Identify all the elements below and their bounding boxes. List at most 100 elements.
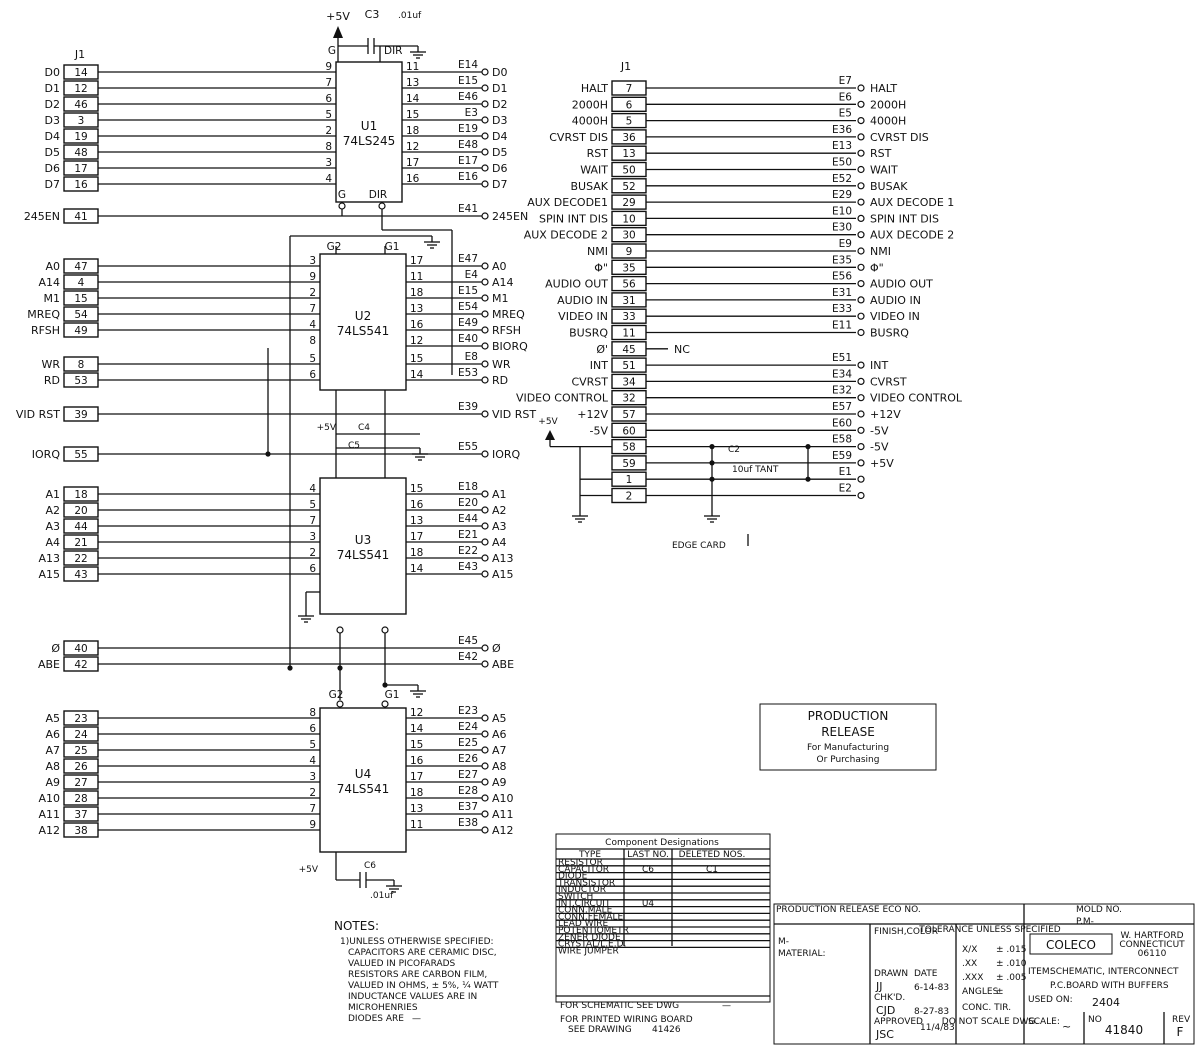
j1-right-pin-number: 52 — [622, 181, 635, 193]
j1-right-pin-number: 57 — [622, 409, 635, 421]
ic-input-pin: 9 — [309, 819, 316, 831]
right-destination-label: VIDEO CONTROL — [870, 392, 963, 405]
e-terminal-label: E28 — [458, 785, 478, 797]
ic-u3 — [319, 477, 407, 615]
terminal-circle — [857, 116, 865, 125]
left-signal-label: D6 — [45, 162, 60, 175]
ic-output-pin: 16 — [410, 319, 424, 331]
j1-pin-number: 8 — [78, 359, 85, 371]
right-e-label: E56 — [832, 271, 852, 283]
ic-input-pin: 7 — [325, 77, 332, 89]
drawn-label: DRAWN — [874, 969, 908, 979]
terminal-circle — [481, 778, 489, 786]
drawn-by: JJ — [875, 980, 883, 993]
component-table-title: Component Designations — [605, 838, 719, 848]
right-signal-label: VIDEO IN — [558, 310, 608, 323]
terminal-circle — [481, 68, 489, 76]
j1-pin-number: 3 — [78, 115, 85, 127]
see-board-value: 41426 — [652, 1025, 681, 1035]
right-plus5-label: +5V — [538, 417, 558, 427]
j1-pin-number: 43 — [74, 569, 87, 581]
ic-input-pin: 2 — [325, 125, 332, 137]
right-signal-label: AUDIO IN — [557, 294, 608, 307]
table-row-type: DIODE — [558, 872, 588, 882]
ic-input-pin: 6 — [309, 369, 316, 381]
ic-output-pin: 15 — [410, 739, 423, 751]
destination-label: VID RST — [492, 408, 536, 421]
destination-label: A14 — [492, 276, 514, 289]
ic-output-pin: 13 — [410, 303, 423, 315]
ic-u4 — [319, 707, 407, 853]
right-destination-label: -5V — [870, 424, 889, 437]
right-signal-label: CVRST — [571, 375, 608, 388]
ic-input-pin: 8 — [309, 335, 316, 347]
terminal-circle — [378, 202, 386, 210]
left-signal-label: 245EN — [24, 210, 60, 223]
ic-input-pin: 4 — [309, 483, 316, 495]
j1-pin-number: 49 — [74, 325, 87, 337]
terminal-circle — [481, 116, 489, 124]
right-signal-label: SPIN INT DIS — [539, 212, 608, 225]
ic-input-pin: 3 — [309, 531, 316, 543]
approved-label: APPROVED — [874, 1017, 923, 1027]
note-line: MICROHENRIES — [348, 1003, 418, 1013]
e-terminal-label: E19 — [458, 123, 478, 135]
u2-g2-label: G2 — [327, 241, 342, 253]
material-label: MATERIAL: — [778, 949, 826, 959]
right-signal-label: BUSRQ — [569, 327, 608, 340]
terminal-circle — [857, 84, 865, 92]
scale-value: ~ — [1062, 1020, 1071, 1033]
ic-input-pin: 7 — [309, 803, 316, 815]
approved-by: JSC — [875, 1028, 894, 1041]
terminal-circle — [481, 342, 489, 350]
left-signal-label: D2 — [45, 98, 60, 111]
right-e-label: E2 — [839, 483, 852, 495]
j1-pin-number: 44 — [74, 521, 88, 533]
j1-right-pin-number: 10 — [622, 213, 635, 225]
j1-right-pin-number: 13 — [622, 148, 635, 160]
right-destination-label: +5V — [870, 457, 894, 470]
terminal-circle — [857, 149, 865, 157]
ic-input-pin: 2 — [309, 287, 316, 299]
terminal-circle — [481, 376, 489, 384]
j1-pin-number: 4 — [78, 277, 85, 289]
table-row-type: INT.CIRCUIT — [558, 899, 611, 909]
e-terminal-label: E46 — [458, 91, 478, 103]
terminal-circle — [857, 214, 865, 222]
right-e-label: E13 — [832, 140, 852, 152]
junction-dot — [709, 460, 715, 466]
ic-output-pin: 16 — [406, 173, 420, 185]
j1-pin-number: 25 — [74, 745, 87, 757]
u1-gate-label: G — [338, 189, 346, 201]
destination-label: D6 — [492, 162, 507, 175]
tol-label: .XX — [962, 959, 977, 969]
terminal-circle — [338, 202, 346, 210]
note-line: VALUED IN OHMS, ± 5%, ¼ WATT — [348, 981, 499, 991]
terminal-circle — [481, 310, 489, 318]
j1-pin-number: 42 — [74, 659, 87, 671]
table-row-type: CAPACITOR — [558, 865, 609, 875]
table-row-type: LEAD WIRE — [558, 919, 608, 929]
right-signal-label: NMI — [587, 245, 608, 258]
terminal-circle — [857, 133, 865, 141]
right-destination-label: NMI — [870, 245, 891, 258]
j1-pin-number: 54 — [74, 309, 88, 321]
terminal-circle — [481, 262, 489, 270]
terminal-circle — [857, 410, 865, 418]
rev-label: REV — [1172, 1015, 1191, 1025]
right-signal-label: +12V — [577, 408, 608, 421]
e-terminal-label: E22 — [458, 545, 478, 557]
terminal-circle — [481, 132, 489, 140]
terminal-circle — [481, 746, 489, 754]
table-row-deleted: C1 — [706, 865, 718, 875]
ic-input-pin: 5 — [325, 109, 332, 121]
terminal-circle — [481, 506, 489, 514]
ic-ref-label: U1 — [361, 119, 377, 133]
e-terminal-label: E15 — [458, 285, 478, 297]
u1-vcc-label: +5V — [326, 10, 350, 23]
terminal-circle — [857, 377, 865, 385]
right-e-label: E1 — [839, 466, 852, 478]
right-signal-label: CVRST DIS — [549, 131, 608, 144]
left-signal-label: A9 — [45, 776, 60, 789]
right-signal-label: VIDEO CONTROL — [516, 392, 609, 405]
